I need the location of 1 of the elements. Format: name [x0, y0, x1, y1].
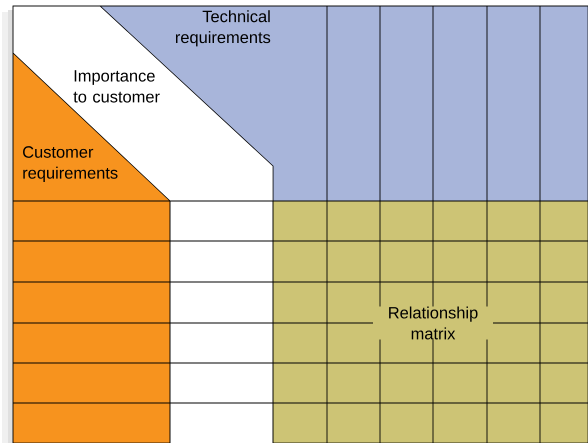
- relationship-matrix: Relationship matrix: [272, 200, 588, 443]
